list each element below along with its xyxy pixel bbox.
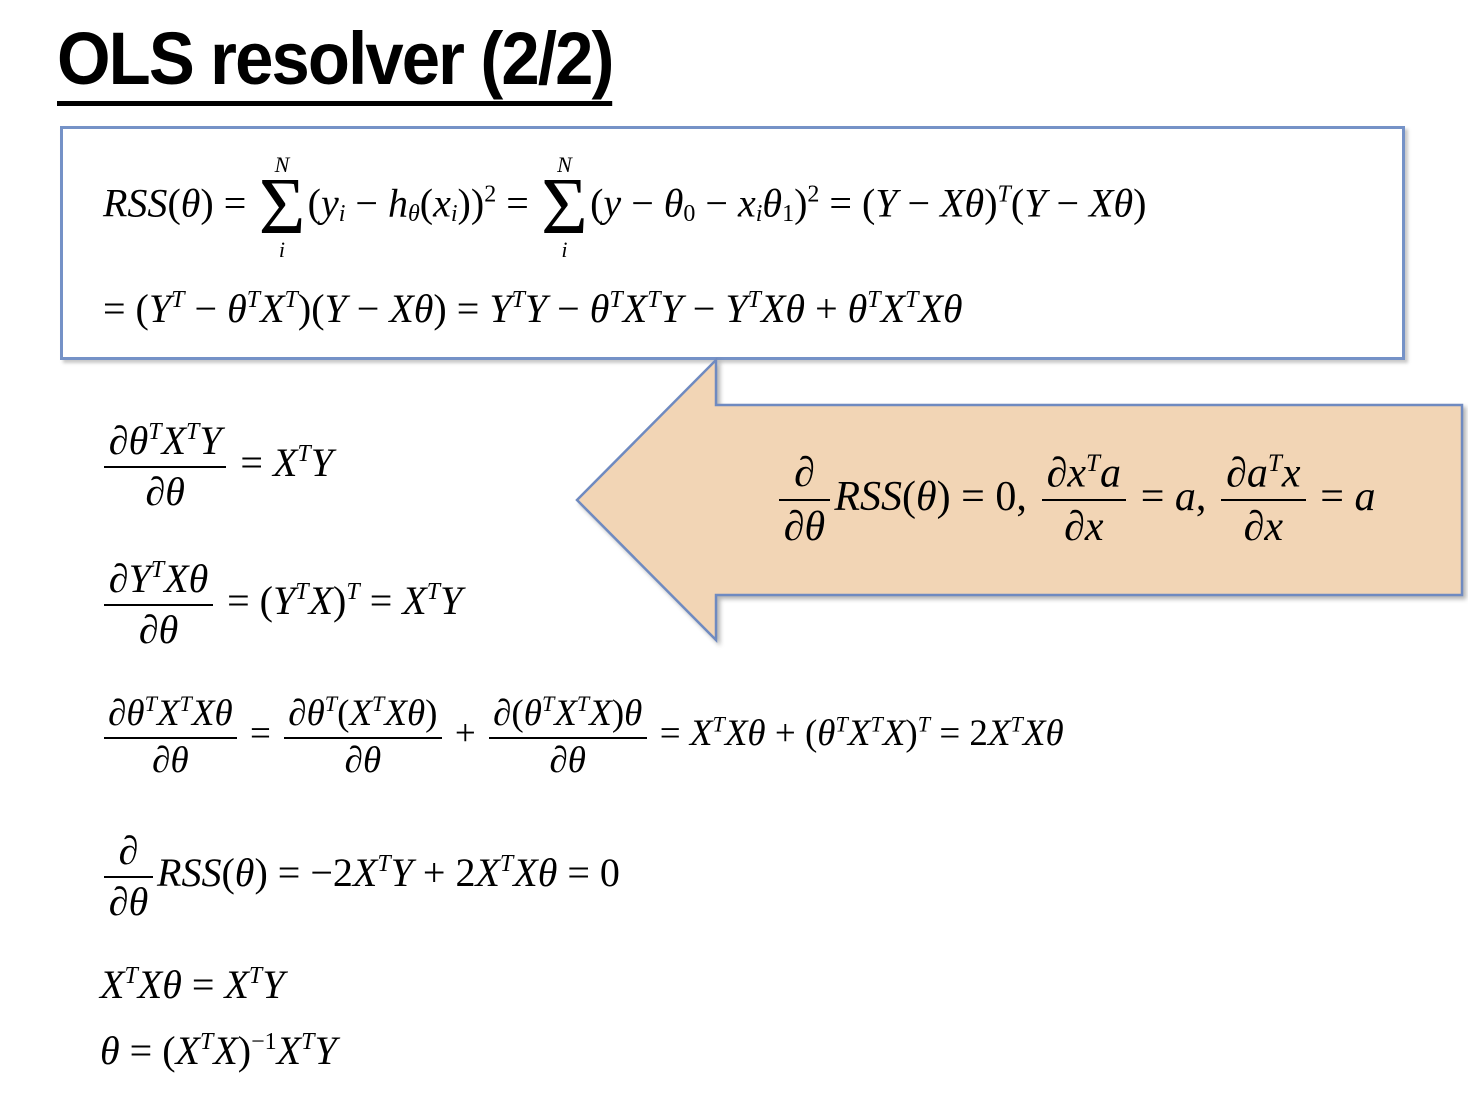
derivation-eq-3: ∂θTXTXθ∂θ = ∂θT(XTXθ)∂θ + ∂(θTXTX)θ∂θ = … xyxy=(100,692,1064,781)
derivation-eq-2: ∂YTXθ∂θ = (YTX)T = XTY xyxy=(100,558,462,651)
derivation-line: XTXθ = XTY xyxy=(100,962,285,1008)
derivation-eq-6: θ = (XTX)−1XTY xyxy=(100,1028,337,1073)
derivation-line: θ = (XTX)−1XTY xyxy=(100,1028,337,1074)
page-title: OLS resolver (2/2) xyxy=(57,18,614,107)
derivation-eq-5: XTXθ = XTY xyxy=(100,962,285,1007)
derivation-eq-1: ∂θTXTY∂θ = XTY xyxy=(100,420,333,513)
derivation-line: ∂θTXTY∂θ = XTY xyxy=(100,420,333,513)
rss-expansion-line-2: = (YT − θTXT)(Y − Xθ) = YTY − θTXTY − YT… xyxy=(103,285,963,331)
derivation-line: ∂θTXTXθ∂θ = ∂θT(XTXθ)∂θ + ∂(θTXTX)θ∂θ = … xyxy=(100,692,1064,781)
derivation-line: ∂YTXθ∂θ = (YTX)T = XTY xyxy=(100,558,462,651)
arrow-shape xyxy=(575,356,1464,644)
left-block-arrow-icon xyxy=(575,356,1464,644)
